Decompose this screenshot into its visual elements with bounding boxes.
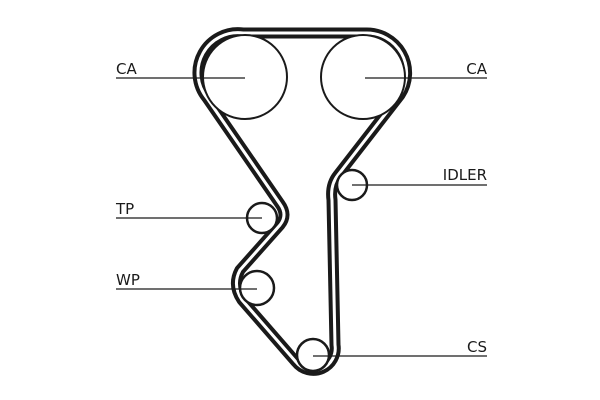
camshaft-pulley-left <box>202 34 288 120</box>
label-tp: TP <box>115 200 134 218</box>
label-idler: IDLER <box>443 166 487 184</box>
water-pump-pulley <box>238 269 276 307</box>
label-wp: WP <box>116 271 140 289</box>
camshaft-pulley-right <box>320 34 406 120</box>
pulleys <box>202 34 406 373</box>
labels: CA CA IDLER TP WP CS <box>115 60 488 356</box>
leader-lines <box>116 77 487 357</box>
label-ca-left: CA <box>116 60 137 78</box>
label-ca-right: CA <box>466 60 487 78</box>
label-cs: CS <box>467 338 487 356</box>
crankshaft-pulley <box>295 337 331 373</box>
